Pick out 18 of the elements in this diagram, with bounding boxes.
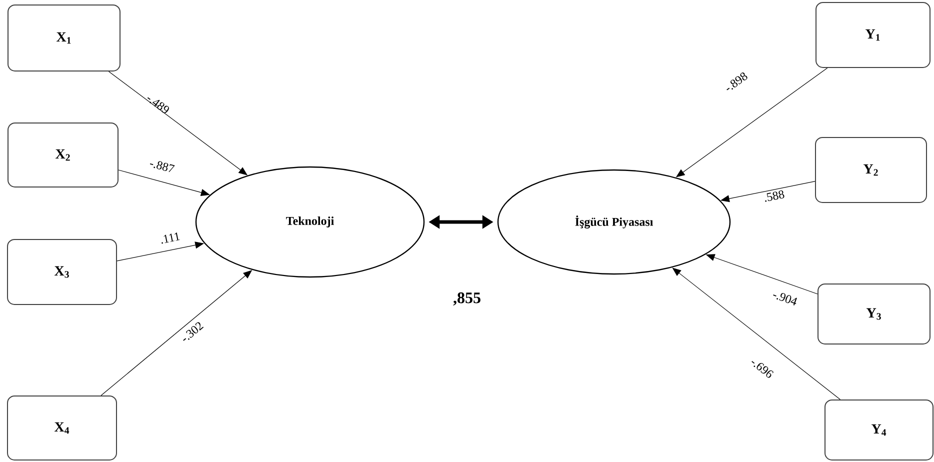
variable-box: Y$_{4}$ <box>824 399 934 460</box>
variable-box: Y$_{2}$ <box>815 136 927 203</box>
edge-label: .111 <box>162 232 180 244</box>
edge-label: ,855 <box>453 292 480 306</box>
edge-label: .588 <box>765 190 784 202</box>
edge-label: -.696 <box>752 361 774 378</box>
variable-box: Y$_{1}$ <box>816 2 930 68</box>
edge-label: -.898 <box>726 72 748 90</box>
variable-box: X$_{2}$ <box>8 122 118 188</box>
variable-box: Y$_{3}$ <box>818 283 930 344</box>
arrow <box>672 268 840 400</box>
edge-label: -.904 <box>773 293 797 306</box>
edge-label: -.489 <box>147 97 169 114</box>
variable-box: X$_{4}$ <box>7 395 117 460</box>
variable-box: X$_{1}$ <box>8 4 120 72</box>
variable-box: X$_{3}$ <box>7 238 117 305</box>
edge-label: -.302 <box>183 322 204 341</box>
edge-label: -.887 <box>150 161 175 172</box>
